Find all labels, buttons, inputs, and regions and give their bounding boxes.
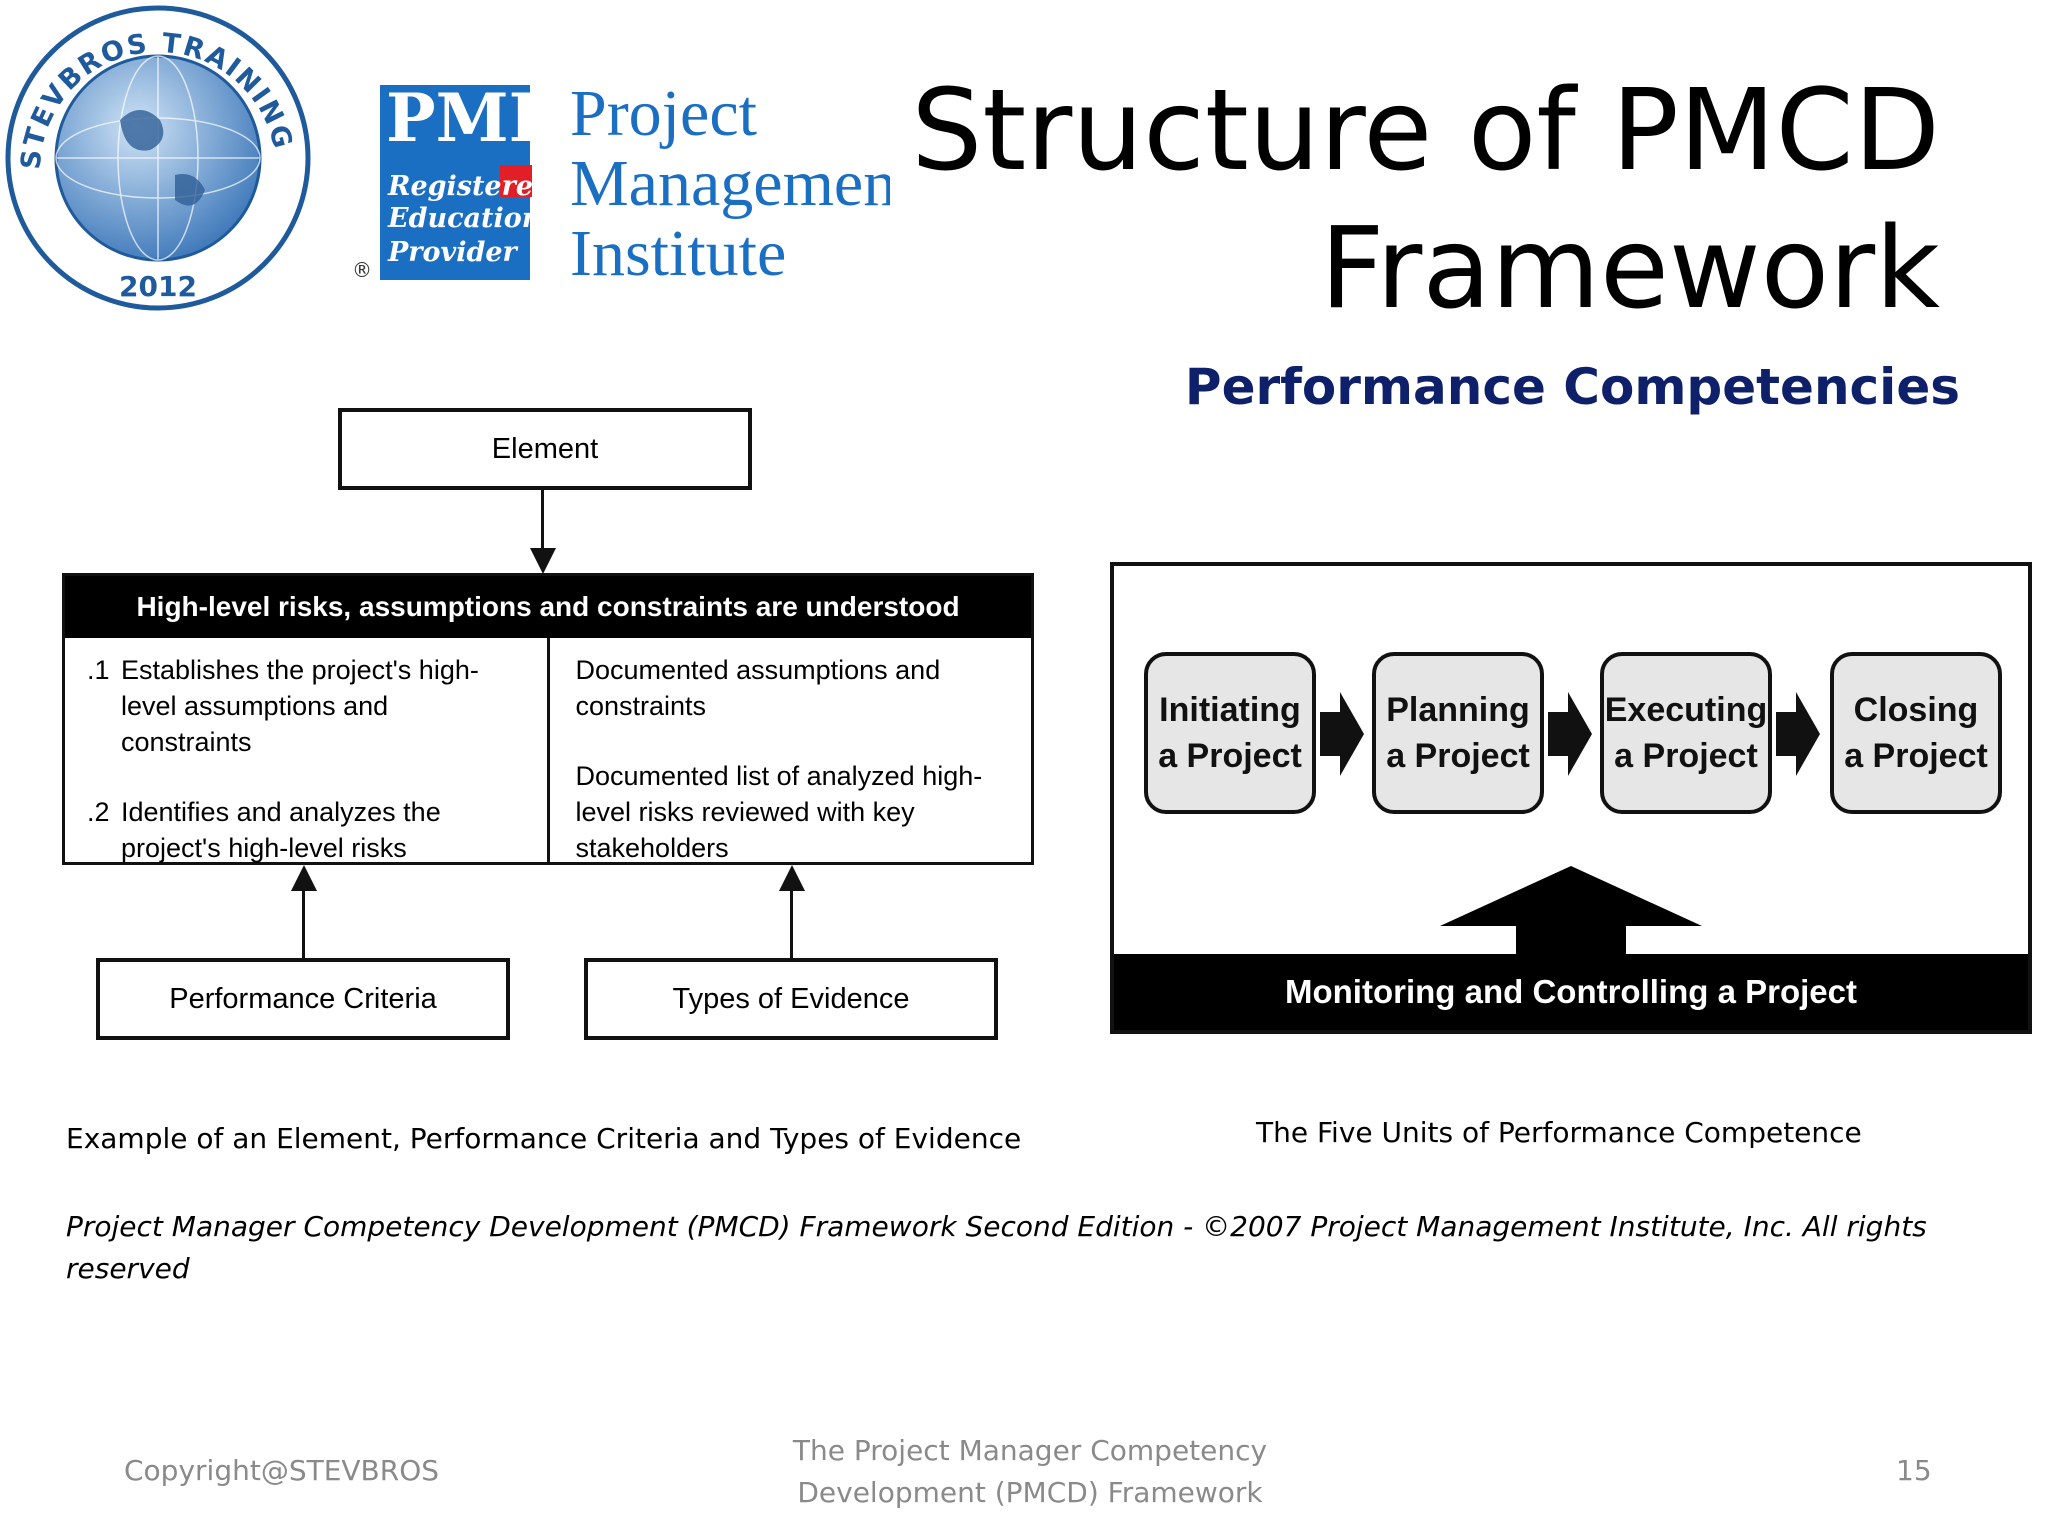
registered-mark: ® bbox=[352, 258, 372, 282]
evidence-item: Documented assumptions and constraints bbox=[575, 655, 941, 721]
unit-executing: Executing a Project bbox=[1600, 652, 1772, 814]
criteria-item: .2 Identifies and analyzes the project's… bbox=[87, 794, 525, 866]
title-block: Structure of PMCD Framework Performance … bbox=[911, 62, 1960, 416]
connector-line bbox=[302, 890, 305, 958]
arrow-right-icon bbox=[1548, 692, 1592, 776]
criteria-number: .1 bbox=[87, 655, 110, 685]
rep-line-2: Education bbox=[387, 203, 541, 234]
unit-initiating: Initiating a Project bbox=[1144, 652, 1316, 814]
footer-title-line-1: The Project Manager Competency bbox=[792, 1434, 1268, 1467]
evidence-column: Documented assumptions and constraints D… bbox=[550, 638, 1032, 863]
evidence-item: Documented list of analyzed high-level r… bbox=[575, 761, 983, 863]
footer-title-line-2: Development (PMCD) Framework bbox=[797, 1476, 1263, 1509]
unit-line-2: a Project bbox=[1158, 737, 1302, 775]
stevbros-seal-logo: STEVBROS TRAINING AND CONSULTANCY 2012 bbox=[0, 0, 311, 311]
pmi-word-management: Management bbox=[570, 147, 890, 220]
unit-line-1: Initiating bbox=[1159, 691, 1301, 729]
monitoring-controlling-bar: Monitoring and Controlling a Project bbox=[1114, 954, 2028, 1030]
footer-presentation-title: The Project Manager Competency Developme… bbox=[760, 1430, 1300, 1514]
unit-line-2: a Project bbox=[1386, 737, 1530, 775]
unit-line-1: Executing bbox=[1604, 691, 1768, 729]
slide-number: 15 bbox=[1896, 1454, 1932, 1487]
pmi-mark: PMI bbox=[386, 85, 540, 157]
unit-line-2: a Project bbox=[1844, 737, 1988, 775]
rep-line-3: Provider bbox=[387, 237, 519, 268]
connector-line bbox=[790, 890, 793, 958]
caption-element-example: Example of an Element, Performance Crite… bbox=[66, 1122, 1022, 1155]
criteria-number: .2 bbox=[87, 797, 110, 827]
arrow-up-large-icon bbox=[1440, 866, 1702, 962]
seal-year: 2012 bbox=[119, 270, 197, 303]
unit-closing: Closing a Project bbox=[1830, 652, 2002, 814]
unit-line-1: Planning bbox=[1386, 691, 1530, 729]
element-box: Element bbox=[338, 408, 752, 490]
caption-five-units: The Five Units of Performance Competence bbox=[1256, 1116, 1862, 1149]
pmi-word-project: Project bbox=[570, 85, 757, 150]
element-table: High-level risks, assumptions and constr… bbox=[62, 573, 1034, 865]
element-table-header: High-level risks, assumptions and constr… bbox=[65, 576, 1031, 638]
page-title-line-1: Structure of PMCD bbox=[911, 66, 1940, 196]
process-diagram: Initiating a Project Planning a Project … bbox=[1110, 562, 2032, 1034]
page-title-line-2: Framework bbox=[1320, 204, 1940, 334]
criteria-item: .1 Establishes the project's high-level … bbox=[87, 652, 525, 760]
arrow-down-icon bbox=[530, 548, 556, 574]
unit-line-1: Closing bbox=[1853, 691, 1979, 729]
types-of-evidence-box: Types of Evidence bbox=[584, 958, 998, 1040]
pmi-word-institute: Institute bbox=[570, 217, 786, 285]
criteria-text: Identifies and analyzes the project's hi… bbox=[121, 797, 441, 863]
arrow-up-icon bbox=[779, 865, 805, 891]
connector-line bbox=[541, 490, 544, 550]
page-subtitle: Performance Competencies bbox=[1184, 358, 1960, 416]
page-title: Structure of PMCD Framework bbox=[911, 62, 1940, 338]
rep-line-1: Registered bbox=[387, 171, 552, 202]
arrow-right-icon bbox=[1776, 692, 1820, 776]
performance-criteria-box: Performance Criteria bbox=[96, 958, 510, 1040]
arrow-up-icon bbox=[291, 865, 317, 891]
criteria-text: Establishes the project's high-level ass… bbox=[121, 655, 479, 757]
unit-planning: Planning a Project bbox=[1372, 652, 1544, 814]
pmi-rep-logo: PMI Registered Education Provider ® Proj… bbox=[352, 85, 890, 285]
criteria-column: .1 Establishes the project's high-level … bbox=[65, 638, 550, 863]
unit-line-2: a Project bbox=[1614, 737, 1758, 775]
element-table-body: .1 Establishes the project's high-level … bbox=[65, 638, 1032, 863]
arrow-right-icon bbox=[1320, 692, 1364, 776]
source-citation: Project Manager Competency Development (… bbox=[66, 1210, 1927, 1285]
footer-copyright: Copyright@STEVBROS bbox=[124, 1454, 440, 1487]
